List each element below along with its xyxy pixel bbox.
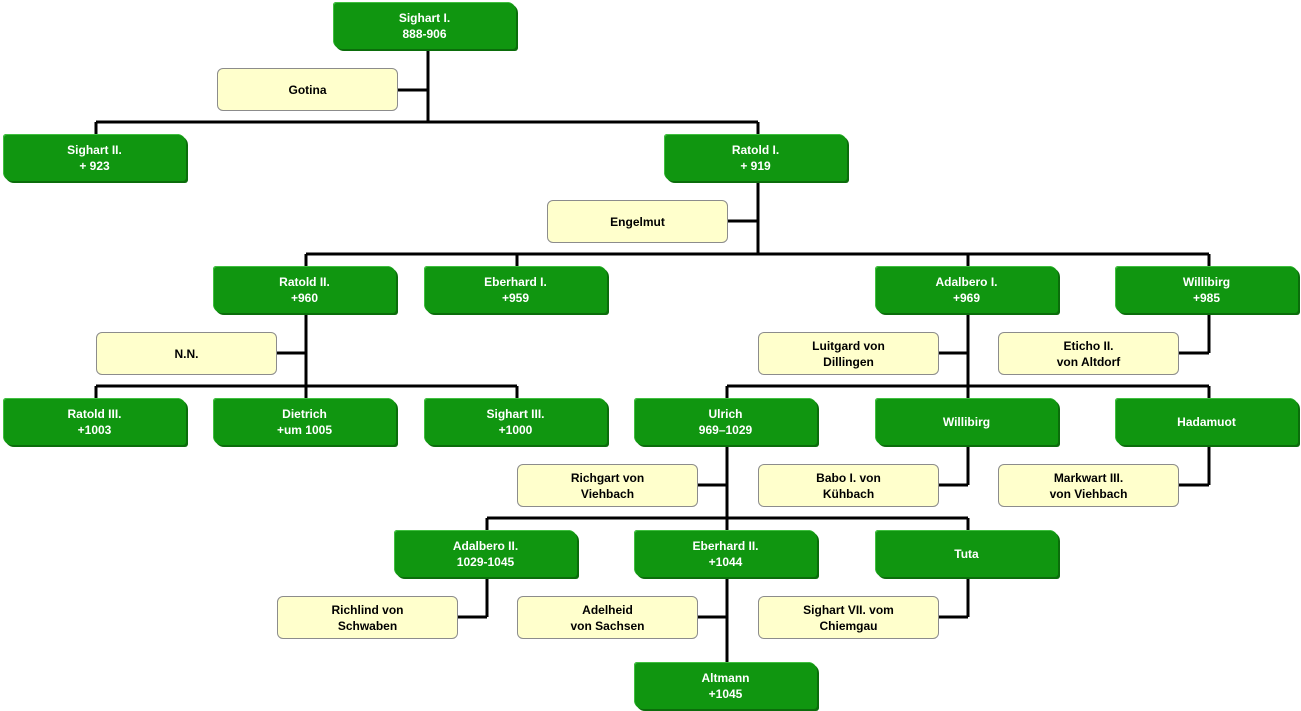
spouse-markwart: Markwart III. von Viehbach <box>998 464 1179 507</box>
spouse-babo: Babo I. von Kühbach <box>758 464 939 507</box>
person-sighart-2: Sighart II. + 923 <box>3 134 186 181</box>
spouse-gotina: Gotina <box>217 68 398 111</box>
person-dates: +960 <box>290 290 319 305</box>
person-altmann: Altmann +1045 <box>634 662 817 709</box>
spouse-origin: Schwaben <box>337 618 398 633</box>
person-dates: +1044 <box>708 554 743 569</box>
person-adalbero-2: Adalbero II. 1029-1045 <box>394 530 577 577</box>
person-name: Ratold III. <box>67 406 122 421</box>
person-dates: 1029-1045 <box>456 554 515 569</box>
person-name: Adalbero I. <box>935 274 998 289</box>
spouse-richgart: Richgart von Viehbach <box>517 464 698 507</box>
person-name: Ratold II. <box>279 274 330 289</box>
spouse-name: N.N. <box>174 346 199 361</box>
spouse-richlind: Richlind von Schwaben <box>277 596 458 639</box>
spouse-origin: Dillingen <box>823 354 874 369</box>
person-name: Sighart I. <box>398 10 451 25</box>
spouse-origin: Chiemgau <box>819 618 878 633</box>
person-eberhard-2: Eberhard II. +1044 <box>634 530 817 577</box>
person-dates: +969 <box>952 290 981 305</box>
person-tuta: Tuta <box>875 530 1058 577</box>
person-name: Hadamuot <box>1177 414 1236 429</box>
person-name: Ulrich <box>708 406 743 421</box>
person-dates: +1000 <box>498 422 533 437</box>
person-ratold-3: Ratold III. +1003 <box>3 398 186 445</box>
person-dates: 888-906 <box>402 26 447 41</box>
person-dates: +959 <box>501 290 530 305</box>
spouse-name: Babo I. von <box>816 470 881 485</box>
person-dates: + 919 <box>740 158 771 173</box>
person-willibirg-2: Willibirg <box>875 398 1058 445</box>
spouse-name: Engelmut <box>610 214 665 229</box>
spouse-luitgard: Luitgard von Dillingen <box>758 332 939 375</box>
person-dates: +985 <box>1192 290 1221 305</box>
person-name: Willibirg <box>942 414 991 429</box>
spouse-origin: Kühbach <box>822 486 875 501</box>
person-dates: + 923 <box>79 158 110 173</box>
person-sighart-3: Sighart III. +1000 <box>424 398 607 445</box>
person-name: Tuta <box>954 546 979 561</box>
spouse-name: Adelheid <box>582 602 633 617</box>
person-name: Adalbero II. <box>452 538 519 553</box>
spouse-sighart-7: Sighart VII. vom Chiemgau <box>758 596 939 639</box>
person-name: Altmann <box>701 670 750 685</box>
person-name: Dietrich <box>282 406 327 421</box>
person-dates: 969–1029 <box>698 422 753 437</box>
spouse-origin: von Viehbach <box>1049 486 1128 501</box>
person-dates: +1045 <box>708 686 743 701</box>
spouse-name: Luitgard von <box>812 338 885 353</box>
person-adalbero-1: Adalbero I. +969 <box>875 266 1058 313</box>
person-name: Eberhard II. <box>692 538 759 553</box>
spouse-name: Markwart III. <box>1053 470 1124 485</box>
spouse-name: Eticho II. <box>1063 338 1114 353</box>
person-name: Willibirg <box>1182 274 1231 289</box>
person-ulrich: Ulrich 969–1029 <box>634 398 817 445</box>
person-hadamuot: Hadamuot <box>1115 398 1298 445</box>
person-name: Eberhard I. <box>484 274 547 289</box>
spouse-engelmut: Engelmut <box>547 200 728 243</box>
spouse-name: Richgart von <box>570 470 645 485</box>
person-willibirg-1: Willibirg +985 <box>1115 266 1298 313</box>
person-ratold-1: Ratold I. + 919 <box>664 134 847 181</box>
spouse-nn: N.N. <box>96 332 277 375</box>
spouse-adelheid: Adelheid von Sachsen <box>517 596 698 639</box>
person-dietrich: Dietrich +um 1005 <box>213 398 396 445</box>
spouse-name: Sighart VII. vom <box>803 602 894 617</box>
spouse-eticho: Eticho II. von Altdorf <box>998 332 1179 375</box>
spouse-name: Richlind von <box>331 602 404 617</box>
person-dates: +1003 <box>77 422 112 437</box>
person-name: Sighart II. <box>67 142 122 157</box>
spouse-origin: Viehbach <box>580 486 635 501</box>
person-eberhard-1: Eberhard I. +959 <box>424 266 607 313</box>
person-name: Sighart III. <box>486 406 545 421</box>
person-name: Ratold I. <box>731 142 780 157</box>
person-sighart-1: Sighart I. 888-906 <box>333 2 516 49</box>
person-dates: +um 1005 <box>276 422 333 437</box>
spouse-name: Gotina <box>288 82 327 97</box>
spouse-origin: von Altdorf <box>1056 354 1121 369</box>
person-ratold-2: Ratold II. +960 <box>213 266 396 313</box>
spouse-origin: von Sachsen <box>570 618 645 633</box>
